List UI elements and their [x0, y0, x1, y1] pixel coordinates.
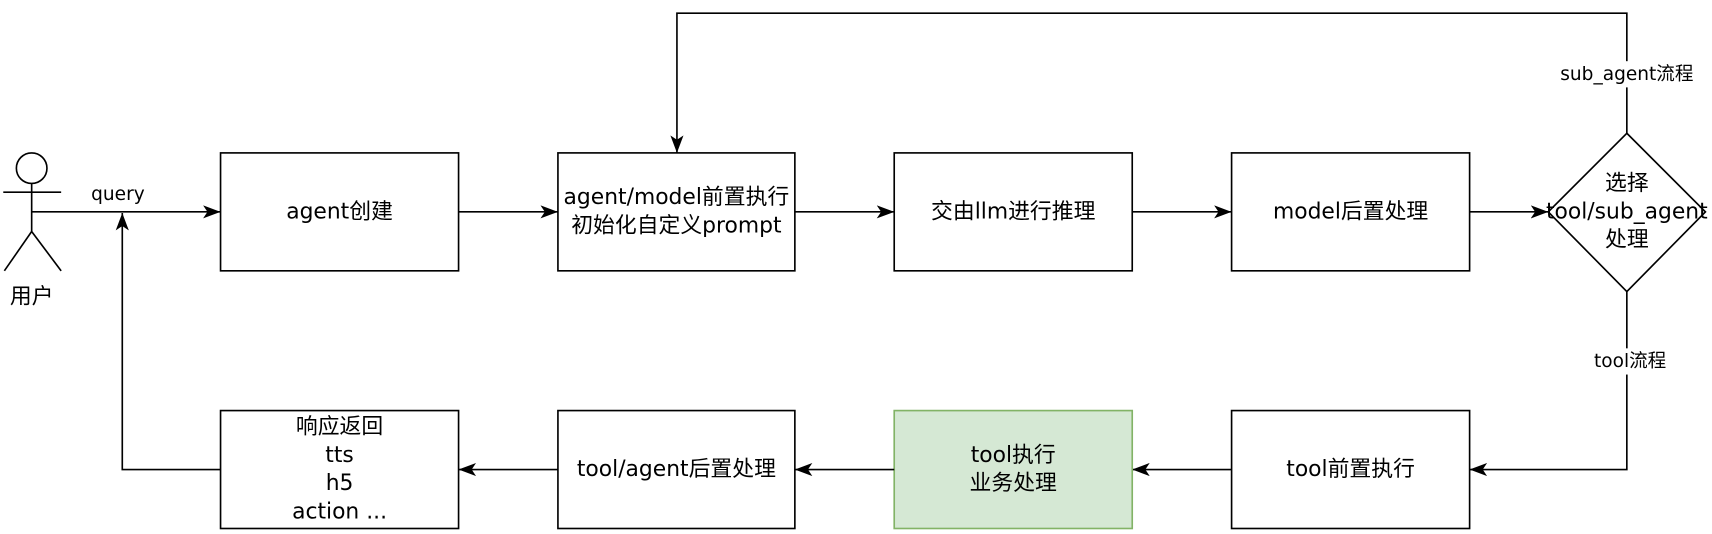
node-decision: 选择 tool/sub_agent 处理	[1546, 132, 1708, 293]
node-tool-exec: tool执行 业务处理	[893, 409, 1134, 530]
node-pre-exec-line-2: 初始化自定义prompt	[571, 214, 782, 239]
node-agent-create-label: agent创建	[286, 199, 393, 224]
node-pre-exec-box	[557, 152, 796, 272]
edge-sub-agent-flow-label: sub_agent流程	[1560, 64, 1693, 85]
actor-leg-right	[31, 231, 62, 272]
node-model-post-label: model后置处理	[1273, 199, 1428, 224]
edge-tool-flow-line	[1469, 291, 1628, 477]
node-decision-line-2: tool/sub_agent	[1546, 199, 1708, 224]
node-llm-infer: 交由llm进行推理	[893, 152, 1134, 272]
node-response-line-4: action ...	[292, 500, 387, 525]
node-model-post: model后置处理	[1230, 152, 1471, 272]
node-tool-exec-box	[893, 409, 1134, 530]
edge-response-to-user	[115, 212, 221, 471]
node-response-line-1: 响应返回	[296, 414, 383, 439]
node-agent-create: agent创建	[219, 152, 460, 272]
edge-query-label: query	[91, 184, 145, 205]
node-decision-line-3: 处理	[1605, 228, 1649, 253]
node-tool-pre: tool前置执行	[1230, 409, 1471, 530]
actor-user: 用户	[3, 152, 62, 310]
node-tool-agent-post: tool/agent后置处理	[557, 409, 796, 530]
edge-tool-flow-label: tool流程	[1594, 351, 1666, 372]
edge-tool-flow: tool流程	[1469, 291, 1671, 477]
node-pre-exec: agent/model前置执行 初始化自定义prompt	[557, 152, 796, 272]
edge-sub-agent-flow: sub_agent流程	[670, 12, 1702, 153]
edge-query: query	[31, 184, 221, 219]
node-response-line-3: h5	[326, 471, 354, 496]
node-tool-pre-label: tool前置执行	[1286, 457, 1415, 482]
node-tool-agent-post-label: tool/agent后置处理	[577, 457, 776, 482]
node-llm-infer-label: 交由llm进行推理	[931, 199, 1096, 224]
actor-label: 用户	[10, 285, 54, 310]
node-response-box	[219, 409, 460, 530]
node-response-line-2: tts	[325, 443, 354, 468]
node-agent-create-box	[219, 152, 460, 272]
node-tool-exec-line-1: tool执行	[971, 443, 1056, 468]
node-llm-infer-box	[893, 152, 1134, 272]
node-tool-agent-post-box	[557, 409, 796, 530]
node-response: 响应返回 tts h5 action ...	[219, 409, 460, 530]
edge-tool-flow-label-bg	[1589, 348, 1671, 375]
edge-sub-agent-flow-label-bg	[1552, 61, 1702, 88]
node-decision-line-1: 选择	[1605, 171, 1649, 196]
node-tool-pre-box	[1230, 409, 1471, 530]
actor-head	[15, 152, 48, 185]
node-tool-exec-line-2: 业务处理	[970, 471, 1057, 496]
actor-leg-left	[3, 231, 33, 272]
node-pre-exec-line-1: agent/model前置执行	[564, 185, 790, 210]
edge-sub-agent-flow-line	[670, 12, 1628, 153]
